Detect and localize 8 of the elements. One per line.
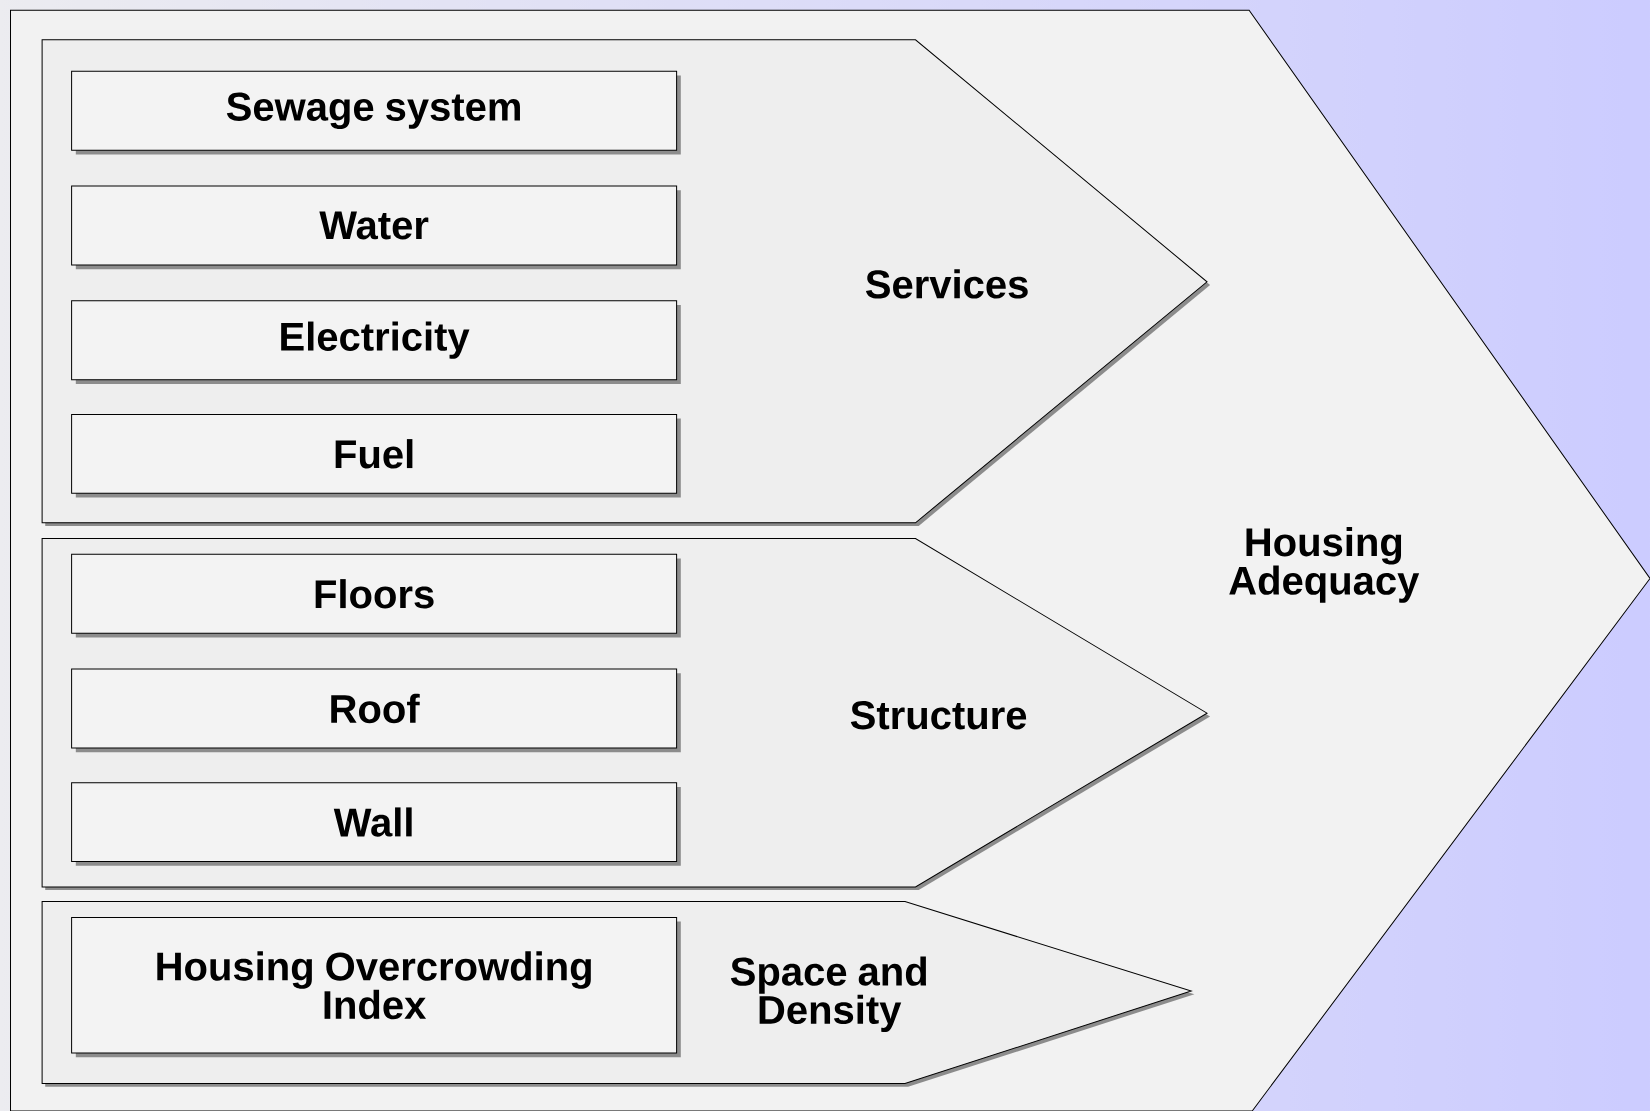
item-box: Water — [71, 185, 681, 270]
item-box: Housing Overcrowding Index — [71, 916, 681, 1058]
item-box: Sewage system — [71, 70, 681, 155]
item-box: Roof — [71, 668, 681, 753]
item-box: Wall — [71, 782, 681, 866]
item-box: Floors — [71, 553, 681, 638]
item-box: Electricity — [71, 300, 681, 384]
item-box: Fuel — [71, 413, 681, 498]
